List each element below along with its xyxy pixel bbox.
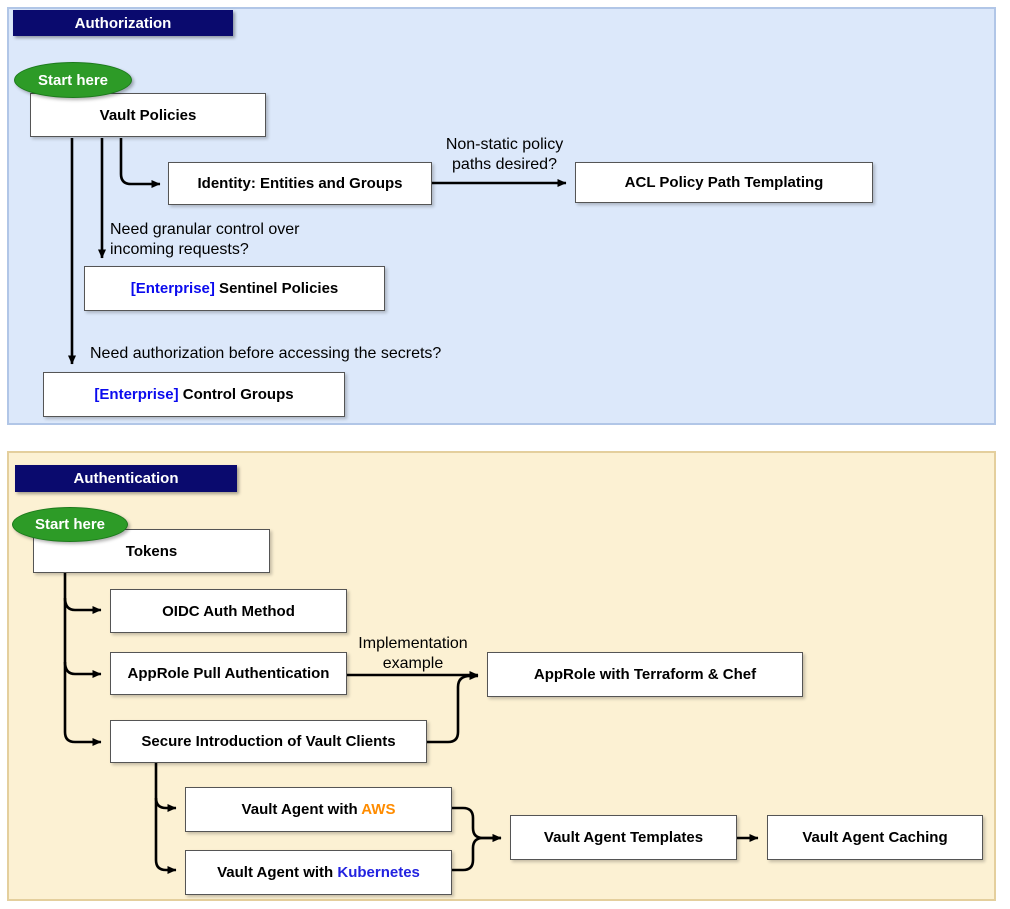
authentication-title: Authentication [73, 470, 179, 487]
node-approle-label: AppRole Pull Authentication [127, 665, 330, 682]
node-identity-label: Identity: Entities and Groups [197, 175, 403, 192]
node-oidc-label: OIDC Auth Method [162, 602, 295, 620]
node-vault-policies: Vault Policies [30, 93, 266, 137]
start-here-label: Start here [37, 71, 109, 89]
node-agent-caching-label: Vault Agent Caching [802, 829, 948, 846]
start-here-ellipse-authentication: Start here [12, 507, 128, 542]
node-control-groups: [Enterprise] Control Groups [43, 372, 345, 417]
node-vault-policies-label: Vault Policies [99, 106, 197, 124]
node-agent-templates-label: Vault Agent Templates [543, 829, 704, 846]
label-granular-control-question: Need granular control over incoming requ… [110, 221, 300, 258]
node-vault-agent-caching: Vault Agent Caching [767, 815, 983, 860]
label-implementation-example: Implementation example [358, 635, 468, 672]
authentication-title-badge: Authentication [15, 465, 237, 492]
node-vault-agent-kubernetes: Vault Agent with Kubernetes [185, 850, 452, 895]
node-control-groups-label: Control Groups [178, 386, 294, 403]
node-agent-k8s-label: Vault Agent with [217, 864, 338, 881]
label-nonstatic-policy-question: Non-static policy paths desired? [445, 136, 564, 173]
node-identity-entities-groups: Identity: Entities and Groups [168, 162, 432, 205]
authorization-panel [7, 7, 996, 425]
node-acl-policy-path-templating: ACL Policy Path Templating [575, 162, 873, 203]
authorization-title: Authorization [74, 14, 172, 32]
node-sentinel-label: Sentinel Policies [214, 280, 339, 297]
node-approle-terraform-chef: AppRole with Terraform & Chef [487, 652, 803, 697]
node-agent-aws-label: Vault Agent with [241, 801, 362, 818]
node-secure-introduction-vault-clients: Secure Introduction of Vault Clients [110, 720, 427, 763]
node-secure-intro-label: Secure Introduction of Vault Clients [141, 733, 396, 750]
node-oidc-auth-method: OIDC Auth Method [110, 589, 347, 633]
aws-highlight: AWS [361, 801, 396, 818]
label-authorization-before-secrets-question: Need authorization before accessing the … [90, 345, 442, 362]
node-vault-agent-aws: Vault Agent with AWS [185, 787, 452, 832]
authorization-title-badge: Authorization [13, 10, 233, 36]
start-here-ellipse-authorization: Start here [14, 62, 132, 98]
kubernetes-highlight: Kubernetes [337, 864, 420, 881]
node-tokens-label: Tokens [125, 542, 178, 560]
start-here-label: Start here [34, 516, 106, 533]
enterprise-tag: [Enterprise] [94, 386, 179, 403]
node-approle-tf-chef-label: AppRole with Terraform & Chef [533, 666, 757, 683]
node-vault-agent-templates: Vault Agent Templates [510, 815, 737, 860]
node-sentinel-policies: [Enterprise] Sentinel Policies [84, 266, 385, 311]
node-approle-pull-authentication: AppRole Pull Authentication [110, 652, 347, 695]
enterprise-tag: [Enterprise] [130, 280, 215, 297]
node-acl-label: ACL Policy Path Templating [624, 174, 824, 191]
